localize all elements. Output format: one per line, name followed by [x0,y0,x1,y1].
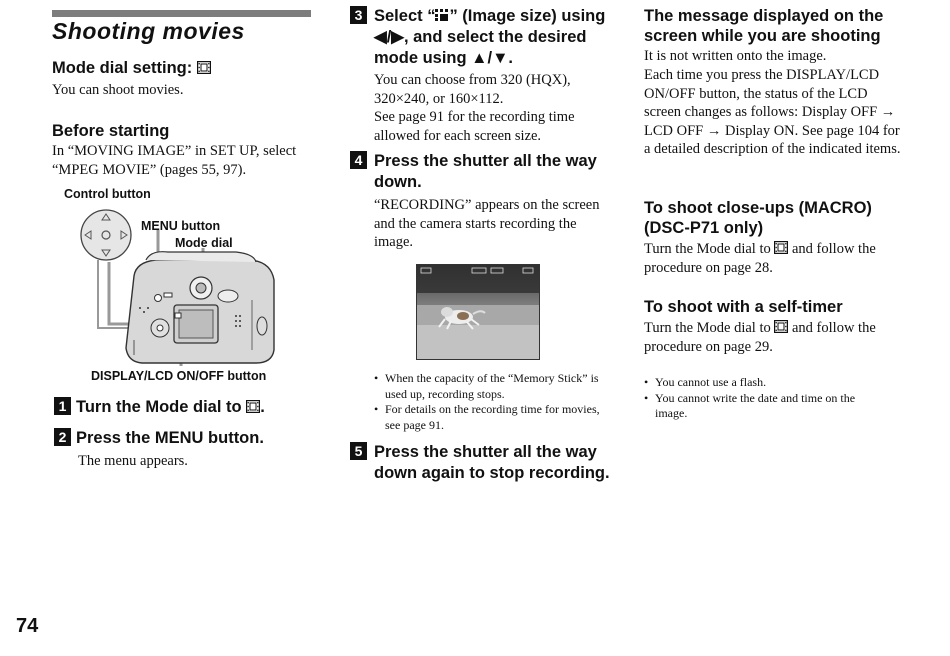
step-1-text: Turn the Mode dial to [76,398,242,416]
self-timer-text: Turn the Mode dial to and follow the pro… [644,319,906,356]
lcd-screen-photo [416,264,540,360]
step-2-number: 2 [54,428,71,446]
step-1-suffix: . [260,398,265,416]
message-text-1: It is not written onto the image. [644,48,827,64]
step-2: 2 Press the MENU button. [54,428,264,449]
step-5: 5 Press the shutter all the way down aga… [350,442,618,484]
mode-dial-text: You can shoot movies. [52,82,184,98]
step-3-body2: See page 91 for the recording time allow… [374,109,575,144]
macro-heading: To shoot close-ups (MACRO) (DSC-P71 only… [644,199,872,237]
before-starting-heading: Before starting [52,122,170,140]
step-3-body: You can choose from 320 (HQX), 320×240, … [374,72,571,107]
column-3-notes: You cannot use a flash. You cannot write… [644,375,889,422]
before-starting-text: In “MOVING IMAGE” in SET UP, select “MPE… [52,143,297,178]
step-4-text: Press the shutter all the way down. [374,152,597,191]
image-size-icon [435,9,449,21]
note-item: For details on the recording time for mo… [374,402,610,433]
step-2-text: Press the MENU button. [76,429,264,447]
macro-text: Turn the Mode dial to and follow the pro… [644,240,906,277]
camera-diagram [80,209,275,366]
step-5-number: 5 [350,442,367,460]
note-item: You cannot use a flash. [644,375,889,391]
note-item: You cannot write the date and time on th… [644,391,889,422]
mode-dial-heading: Mode dial setting: [52,58,211,78]
step-3-text-prefix: Select “ [374,7,436,25]
step-4-body: “RECORDING” appears on the screen and th… [374,197,600,250]
macro-text-prefix: Turn the Mode dial to [644,241,771,257]
step-5-text: Press the shutter all the way down again… [374,443,610,482]
self-timer-text-suffix: and follow the procedure on page 29. [644,320,876,355]
movie-mode-icon [246,400,260,413]
macro-text-suffix: and follow the procedure on page 28. [644,241,876,276]
page-number: 74 [16,615,39,637]
label-mode-dial: Mode dial [175,236,233,250]
step-1-number: 1 [54,397,71,415]
message-text-2: Each time you press the DISPLAY/LCD ON/O… [644,67,901,157]
self-timer-heading: To shoot with a self-timer [644,298,843,316]
step-4-number: 4 [350,151,367,169]
movie-mode-icon [774,241,788,254]
label-control-button: Control button [64,187,151,201]
page-title: Shooting movies [52,18,245,44]
step-3: 3 Select “” (Image size) using ◀/▶, and … [350,6,618,69]
step-3-text-suffix: ” (Image size) using ◀/▶, and select the… [374,7,606,67]
message-heading: The message displayed on the screen whil… [644,7,884,45]
step-4-notes: When the capacity of the “Memory Stick” … [374,371,610,433]
step-3-number: 3 [350,6,367,24]
recording-photo [417,265,539,359]
step-1: 1 Turn the Mode dial to . [54,397,265,418]
mode-dial-heading-text: Mode dial setting: [52,59,193,77]
movie-mode-icon [774,320,788,333]
title-bar [52,10,311,17]
step-4: 4 Press the shutter all the way down. [350,151,618,193]
step-2-body: The menu appears. [78,453,188,469]
label-menu-button: MENU button [141,219,221,233]
self-timer-text-prefix: Turn the Mode dial to [644,320,771,336]
note-item: When the capacity of the “Memory Stick” … [374,371,610,402]
movie-mode-icon [197,61,211,74]
label-display-button: DISPLAY/LCD ON/OFF button [91,369,267,383]
